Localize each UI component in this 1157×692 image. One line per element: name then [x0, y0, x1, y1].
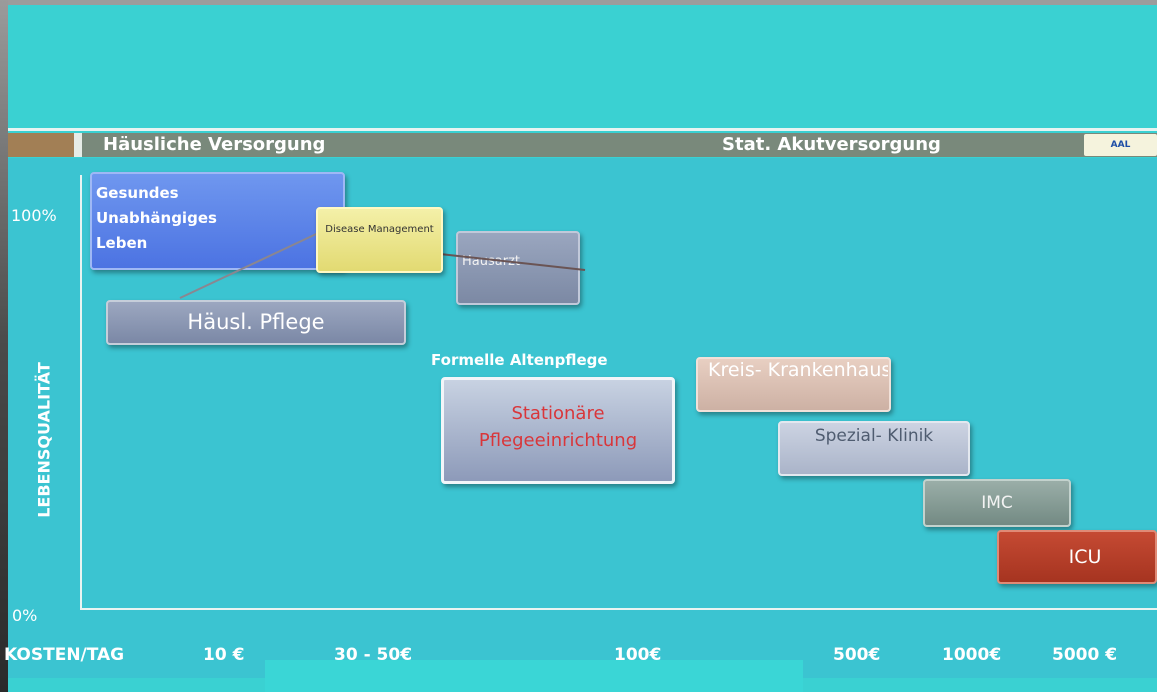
top-border — [0, 0, 1157, 5]
label-line: Leben — [96, 234, 148, 252]
label-line: Spezial- — [814, 426, 882, 446]
y-axis-bottom-label: 0% — [12, 606, 38, 625]
box-disease-management-label: Disease Management — [318, 221, 441, 238]
bottom-highlight-patch — [265, 660, 803, 692]
y-axis-title: LEBENSQUALITÄT — [34, 362, 54, 518]
x-axis-line — [80, 608, 1157, 610]
label-line: Management — [367, 224, 434, 235]
header-divider — [8, 128, 1157, 131]
formal-elderly-care-heading: Formelle Altenpflege — [431, 351, 608, 369]
label-line: Unabhängiges — [96, 209, 217, 227]
sector-bar — [8, 133, 1157, 157]
label-line: Stationäre — [511, 403, 605, 424]
sector-bar-divider — [74, 133, 82, 157]
x-tick-500: 500€ — [833, 645, 881, 665]
box-home-care — [106, 300, 406, 345]
left-edge-strip — [0, 0, 8, 692]
box-healthy-independent-living-label: Gesundes Unabhängiges Leben — [96, 181, 266, 256]
label-line: Klinik — [887, 426, 934, 446]
label-line: Disease — [325, 224, 365, 235]
box-specialist-clinic-label: Spezial- Klinik — [778, 425, 970, 448]
box-imc — [923, 479, 1071, 527]
box-general-practitioner-label: Hausarzt — [462, 254, 520, 269]
box-specialist-clinic — [778, 421, 970, 476]
x-tick-1000: 1000€ — [942, 645, 1002, 665]
label-line: Pflegeeinrichtung — [478, 430, 638, 451]
box-icu — [997, 530, 1157, 584]
label-line: Krankenhaus — [767, 359, 888, 381]
y-axis-top-label: 100% — [11, 206, 57, 225]
x-tick-5000: 5000 € — [1052, 645, 1118, 665]
x-tick-30-50: 30 - 50€ — [334, 645, 413, 665]
x-axis-title: KOSTEN/TAG — [4, 645, 125, 665]
box-icu-label: ICU — [1068, 546, 1102, 568]
box-district-hospital-label: Kreis- Krankenhaus — [708, 359, 888, 381]
label-line: Kreis- — [708, 359, 762, 381]
x-tick-100: 100€ — [614, 645, 662, 665]
label-line: Gesundes — [96, 184, 179, 202]
box-district-hospital — [696, 357, 891, 412]
sector-bar-accent — [8, 133, 74, 157]
sector-label-home-care: Häusliche Versorgung — [103, 134, 326, 155]
box-inpatient-care-facility-label: Stationäre Pflegeeinrichtung — [441, 400, 675, 454]
box-disease-management — [316, 207, 443, 273]
aal-logo: AAL — [1084, 134, 1157, 156]
box-home-care-label: Häusl. Pflege — [187, 310, 325, 334]
box-inpatient-care-facility — [441, 377, 675, 484]
box-imc-label: IMC — [981, 493, 1013, 513]
x-tick-10: 10 € — [203, 645, 245, 665]
sector-label-acute-care: Stat. Akutversorgung — [722, 134, 941, 155]
y-axis-line — [80, 175, 82, 610]
